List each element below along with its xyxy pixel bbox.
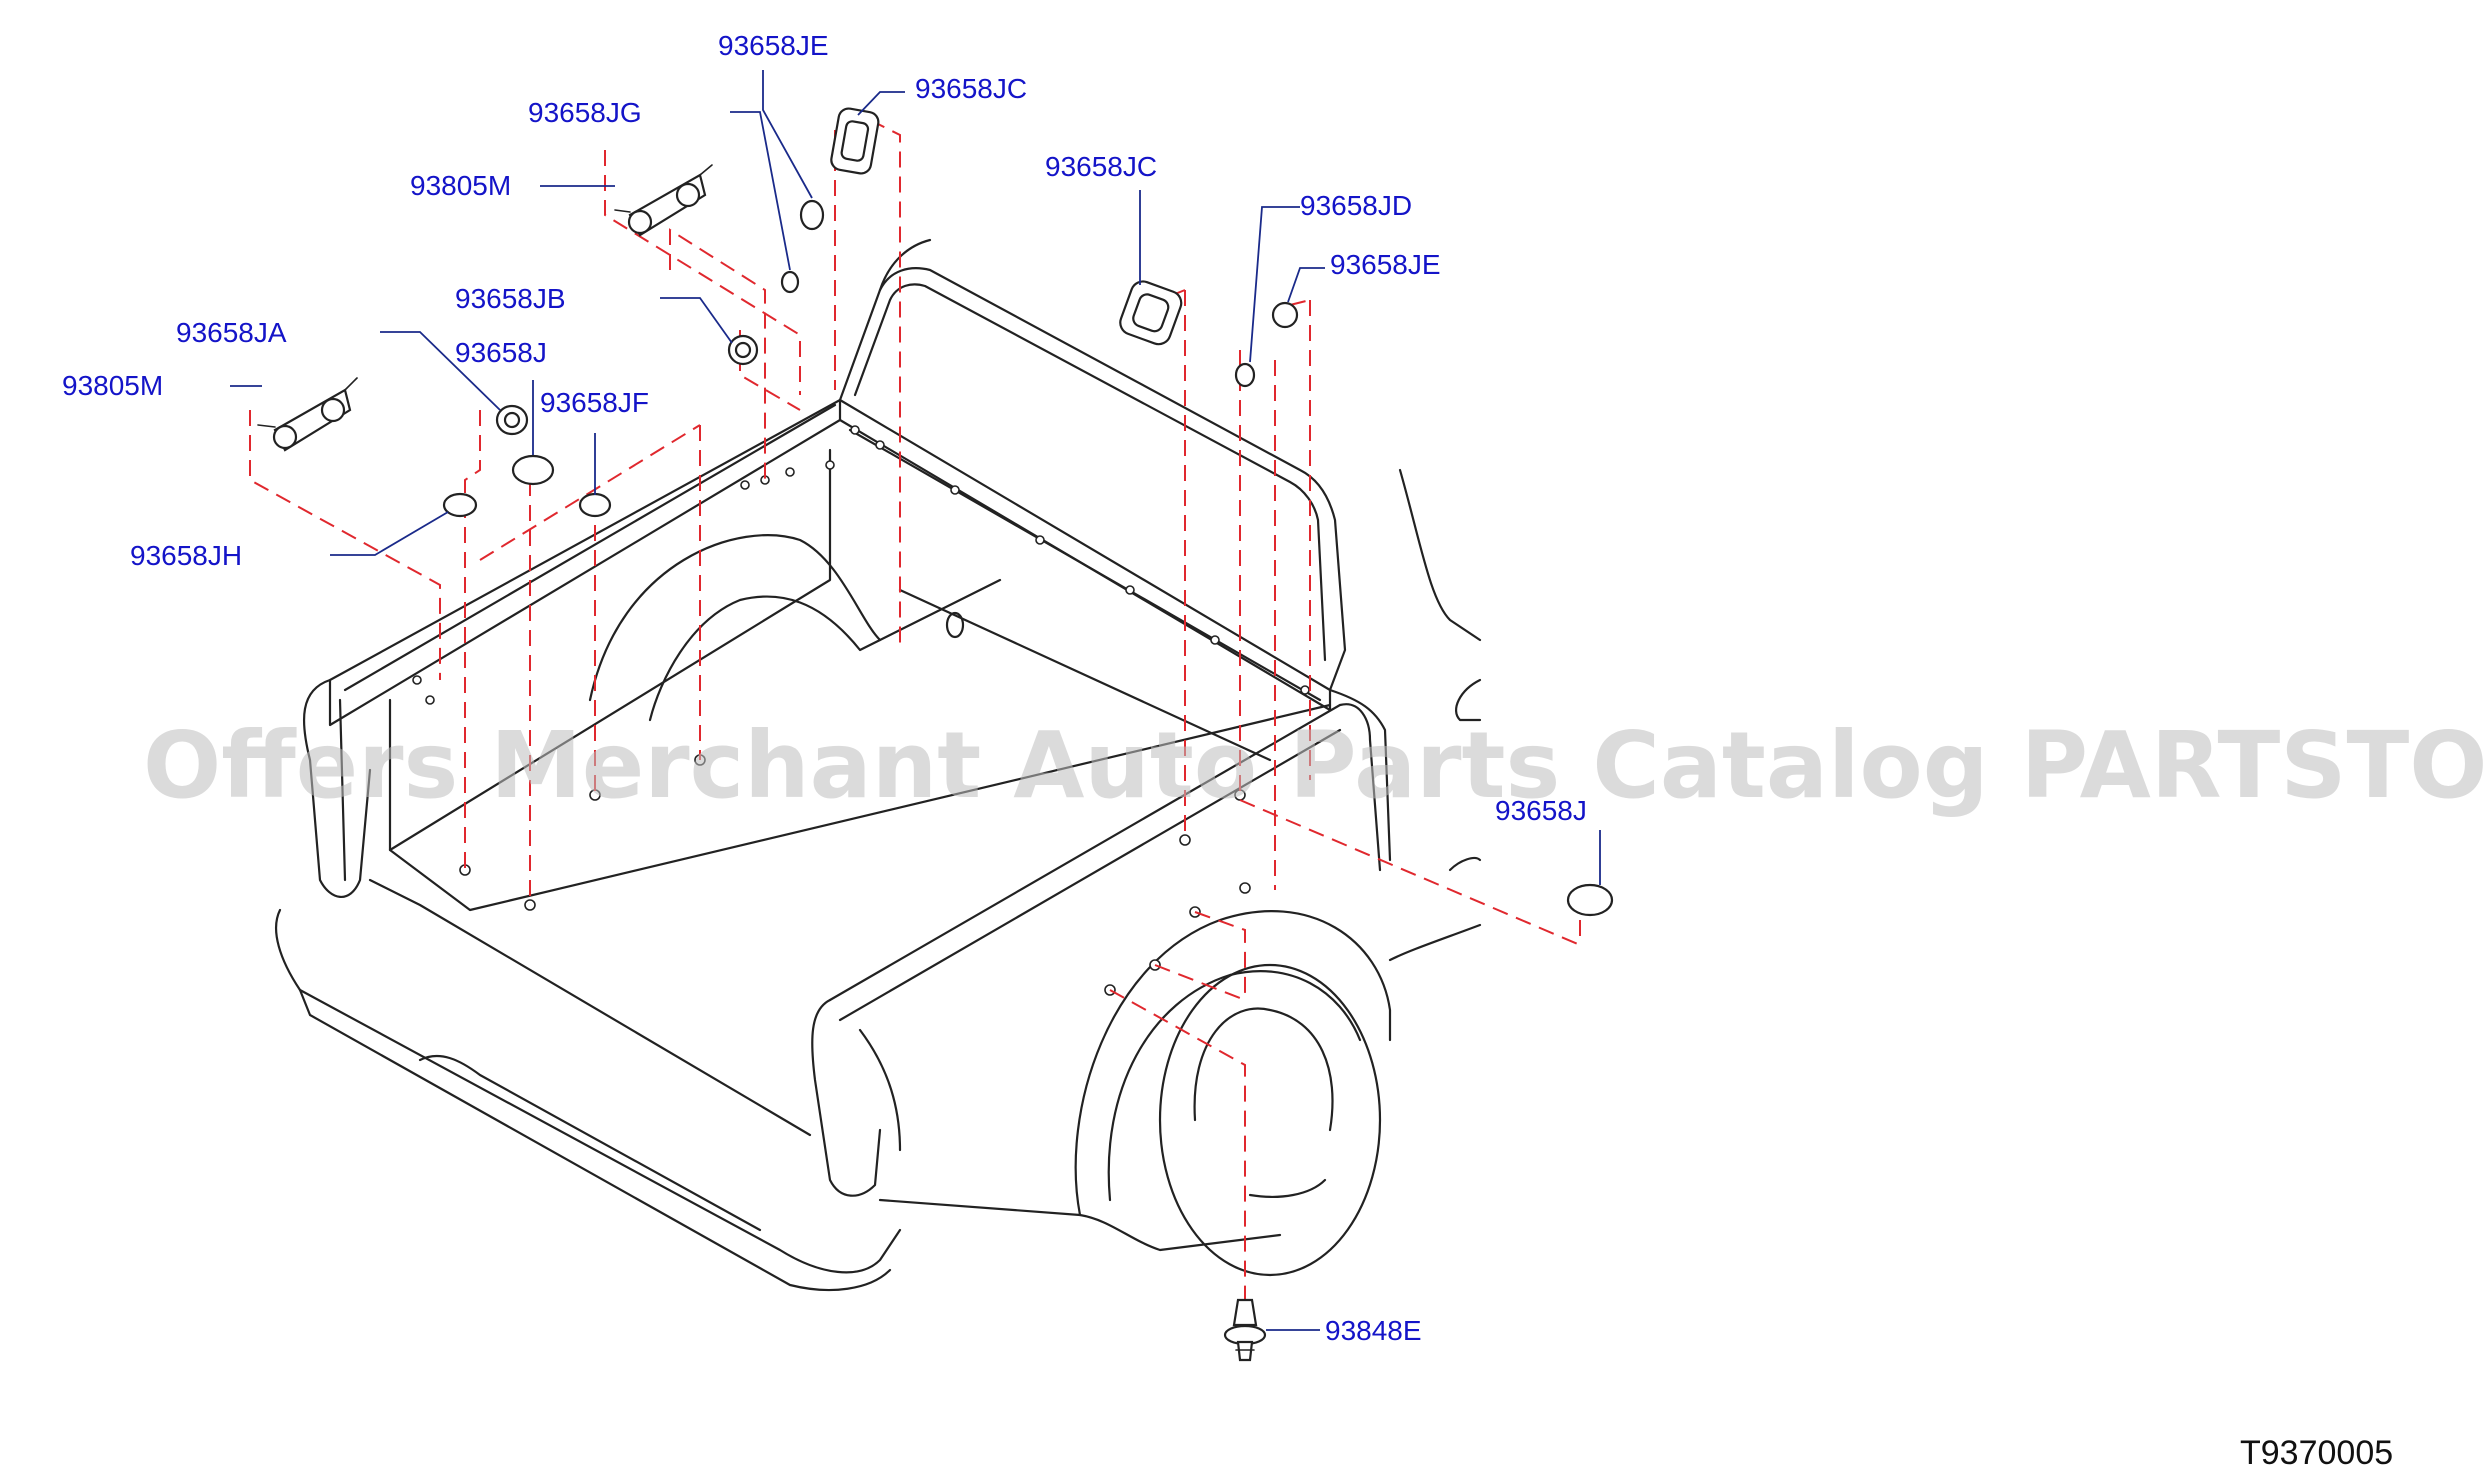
callout-93658JF[interactable]: 93658JF bbox=[540, 387, 649, 418]
callout-93848E[interactable]: 93848E bbox=[1325, 1315, 1422, 1346]
callout-93805M-top[interactable]: 93805M bbox=[410, 170, 511, 201]
callout-labels: 93658JE 93658JC 93658JG 93805M 93658JC 9… bbox=[62, 30, 1587, 1346]
callout-93658JE-top[interactable]: 93658JE bbox=[718, 30, 829, 61]
dashed-guides bbox=[249, 119, 1581, 1330]
grommet-93658JC-middle bbox=[1119, 280, 1183, 346]
leader-lines bbox=[230, 70, 1601, 1331]
clamp-93805M-top bbox=[614, 164, 713, 237]
grommet-93658JC-top bbox=[830, 107, 880, 175]
callout-93658JC-middle[interactable]: 93658JC bbox=[1045, 151, 1157, 182]
callout-93658JD[interactable]: 93658JD bbox=[1300, 190, 1412, 221]
callout-93658JA[interactable]: 93658JA bbox=[176, 317, 287, 348]
diagram-code: T9370005 bbox=[2240, 1434, 2393, 1472]
callout-93658JC-top[interactable]: 93658JC bbox=[915, 73, 1027, 104]
callout-93658JE-right[interactable]: 93658JE bbox=[1330, 249, 1441, 280]
callout-93658JG[interactable]: 93658JG bbox=[528, 97, 642, 128]
mounting-holes bbox=[412, 425, 1310, 996]
callout-93658JH[interactable]: 93658JH bbox=[130, 540, 242, 571]
callout-93658J-right[interactable]: 93658J bbox=[1495, 795, 1587, 826]
clip-93848E bbox=[1223, 1298, 1267, 1362]
callout-93805M-lower[interactable]: 93805M bbox=[62, 370, 163, 401]
watermark-text: Offers Merchant Auto Parts Catalog PARTS… bbox=[143, 712, 2486, 819]
parts bbox=[257, 107, 1614, 1362]
callout-93658JB[interactable]: 93658JB bbox=[455, 283, 566, 314]
callout-93658J-left[interactable]: 93658J bbox=[455, 337, 547, 368]
clamp-93805M-lower bbox=[257, 377, 358, 452]
truck-bed-outline bbox=[275, 238, 1482, 1292]
